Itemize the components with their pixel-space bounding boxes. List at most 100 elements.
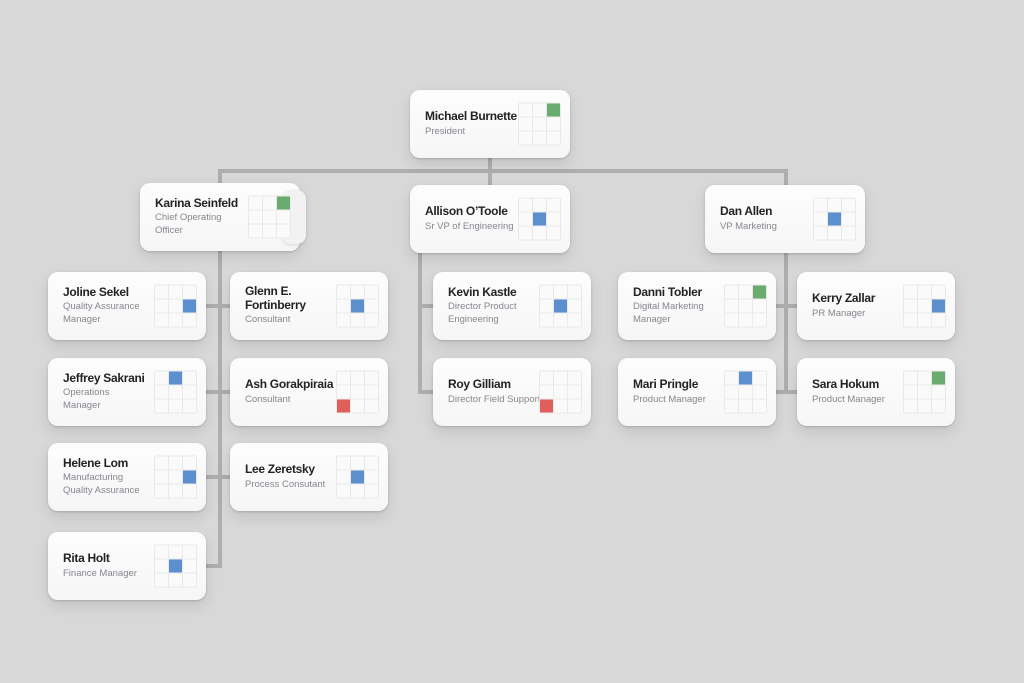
org-card-lee-zeretsky[interactable]: Lee Zeretsky Process Consutant xyxy=(230,443,388,511)
org-card-helene-lom[interactable]: Helene Lom Manufacturing Quality Assuran… xyxy=(48,443,206,511)
org-card-kerry-zallar[interactable]: Kerry Zallar PR Manager xyxy=(797,272,955,340)
connector xyxy=(784,252,788,392)
grid-cell xyxy=(351,484,364,498)
grid-cell xyxy=(183,456,196,470)
person-info: Allison O’Toole Sr VP of Engineering xyxy=(425,204,523,233)
org-card-glenn-fortinberry[interactable]: Glenn E. Fortinberry Consultant xyxy=(230,272,388,340)
grid-cell-marked xyxy=(554,299,567,313)
org-card-kevin-kastle[interactable]: Kevin Kastle Director Product Engineerin… xyxy=(433,272,591,340)
grid-cell xyxy=(351,313,364,327)
grid-cell xyxy=(725,399,738,413)
status-grid xyxy=(336,455,379,499)
grid-cell xyxy=(169,545,182,559)
person-title: Director Product Engineering xyxy=(448,301,517,325)
person-title: Quality Assurance Manager xyxy=(63,301,140,325)
connector xyxy=(204,475,234,479)
grid-cell xyxy=(169,573,182,587)
org-card-karina-seinfeld[interactable]: Karina Seinfeld Chief Operating Officer xyxy=(140,183,306,251)
org-card-joline-sekel[interactable]: Joline Sekel Quality Assurance Manager xyxy=(48,272,206,340)
org-card-danni-tobler[interactable]: Danni Tobler Digital Marketing Manager xyxy=(618,272,776,340)
grid-cell xyxy=(155,385,168,399)
grid-cell-marked xyxy=(337,399,350,413)
grid-cell xyxy=(365,299,378,313)
grid-cell xyxy=(547,198,560,212)
grid-cell xyxy=(918,313,931,327)
org-card-rita-holt[interactable]: Rita Holt Finance Manager xyxy=(48,532,206,600)
grid-cell xyxy=(753,399,766,413)
grid-cell xyxy=(169,285,182,299)
grid-cell xyxy=(155,559,168,573)
grid-cell-marked xyxy=(169,371,182,385)
grid-cell xyxy=(351,456,364,470)
grid-cell xyxy=(904,399,917,413)
grid-cell xyxy=(554,371,567,385)
grid-cell xyxy=(183,484,196,498)
person-title: Consultant xyxy=(245,393,291,405)
person-info: Rita Holt Finance Manager xyxy=(63,551,161,580)
grid-cell xyxy=(249,210,262,224)
grid-cell xyxy=(739,399,752,413)
grid-cell xyxy=(183,371,196,385)
org-card-allison-otoole[interactable]: Allison O’Toole Sr VP of Engineering xyxy=(410,185,570,253)
person-title: Director Field Support xyxy=(448,393,541,405)
org-card-michael-burnette[interactable]: Michael Burnette President xyxy=(410,90,570,158)
status-grid xyxy=(154,370,197,414)
person-info: Danni Tobler Digital Marketing Manager xyxy=(633,285,731,326)
grid-cell xyxy=(169,484,182,498)
grid-cell xyxy=(155,573,168,587)
grid-cell xyxy=(169,385,182,399)
person-name: Dan Allen xyxy=(720,204,773,219)
connector xyxy=(773,390,801,394)
grid-cell xyxy=(554,399,567,413)
status-grid xyxy=(154,544,197,588)
grid-cell xyxy=(554,313,567,327)
grid-cell xyxy=(568,371,581,385)
org-card-roy-gilliam[interactable]: Roy Gilliam Director Field Support xyxy=(433,358,591,426)
person-info: Kerry Zallar PR Manager xyxy=(812,291,910,320)
status-grid xyxy=(336,284,379,328)
grid-cell xyxy=(519,103,532,117)
connector xyxy=(204,564,222,568)
grid-cell xyxy=(725,285,738,299)
person-info: Kevin Kastle Director Product Engineerin… xyxy=(448,285,546,326)
grid-cell xyxy=(351,385,364,399)
org-card-dan-allen[interactable]: Dan Allen VP Marketing xyxy=(705,185,865,253)
person-name: Helene Lom xyxy=(63,455,129,470)
grid-cell xyxy=(169,299,182,313)
grid-cell xyxy=(753,371,766,385)
org-card-jeffrey-sakrani[interactable]: Jeffrey Sakrani Operations Manager xyxy=(48,358,206,426)
person-name: Rita Holt xyxy=(63,551,110,566)
status-grid xyxy=(336,370,379,414)
grid-cell-marked xyxy=(547,103,560,117)
grid-cell xyxy=(155,285,168,299)
status-grid xyxy=(154,455,197,499)
connector xyxy=(784,169,788,187)
grid-cell xyxy=(249,224,262,238)
person-info: Dan Allen VP Marketing xyxy=(720,204,818,233)
grid-cell-marked xyxy=(932,299,945,313)
person-info: Lee Zeretsky Process Consutant xyxy=(245,462,343,491)
grid-cell xyxy=(918,385,931,399)
org-card-mari-pringle[interactable]: Mari Pringle Product Manager xyxy=(618,358,776,426)
grid-cell xyxy=(519,212,532,226)
grid-cell xyxy=(263,210,276,224)
org-card-sara-hokum[interactable]: Sara Hokum Product Manager xyxy=(797,358,955,426)
grid-cell xyxy=(169,399,182,413)
grid-cell xyxy=(814,226,827,240)
connector xyxy=(204,304,234,308)
person-info: Karina Seinfeld Chief Operating Officer xyxy=(155,196,253,237)
grid-cell xyxy=(739,285,752,299)
grid-cell xyxy=(842,212,855,226)
org-card-ash-gorakpiraia[interactable]: Ash Gorakpiraia Consultant xyxy=(230,358,388,426)
grid-cell xyxy=(547,212,560,226)
grid-cell xyxy=(547,226,560,240)
grid-cell xyxy=(932,285,945,299)
grid-cell xyxy=(814,212,827,226)
grid-cell xyxy=(547,131,560,145)
grid-cell xyxy=(183,573,196,587)
person-name: Kerry Zallar xyxy=(812,291,876,306)
grid-cell xyxy=(725,385,738,399)
grid-cell xyxy=(842,198,855,212)
grid-cell xyxy=(351,399,364,413)
person-name: Allison O’Toole xyxy=(425,204,508,219)
